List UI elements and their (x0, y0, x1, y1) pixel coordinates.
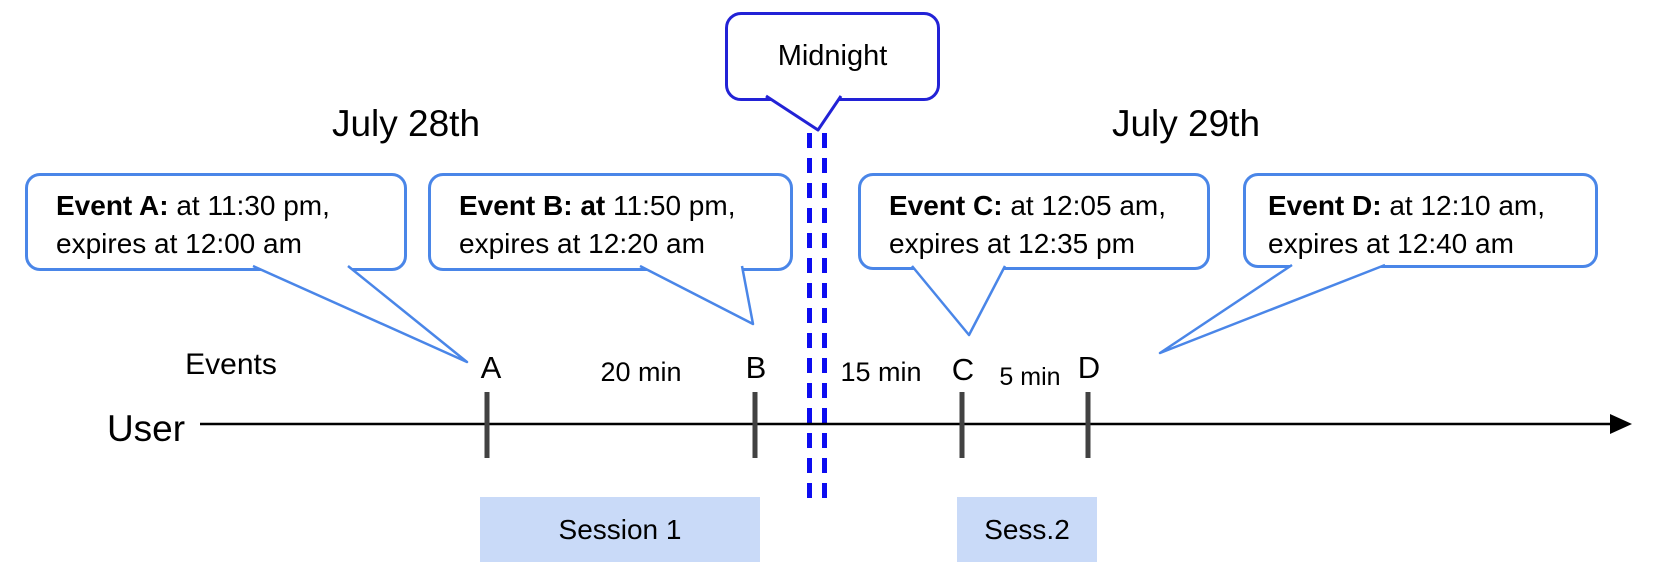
event-b-callout: Event B: at 11:50 pm, expires at 12:20 a… (428, 173, 793, 271)
session-1-box: Session 1 (480, 497, 760, 562)
tick-label-d: D (1077, 350, 1101, 385)
event-a-line1: Event A: at 11:30 pm, (56, 190, 330, 221)
session-2-box: Sess.2 (957, 497, 1097, 562)
midnight-callout-tail (765, 94, 843, 132)
midnight-callout: Midnight (725, 12, 940, 101)
user-axis-label: User (106, 408, 186, 449)
event-c-callout: Event C: at 12:05 am, expires at 12:35 p… (858, 173, 1210, 270)
tick-label-c: C (951, 352, 975, 387)
event-d-line2: expires at 12:40 am (1268, 228, 1514, 259)
interval-b-c-label: 15 min (840, 357, 922, 387)
date-right-label: July 29th (1111, 103, 1261, 144)
event-c-callout-tail (911, 265, 1007, 337)
event-d-callout: Event D: at 12:10 am, expires at 12:40 a… (1243, 173, 1598, 268)
event-a-callout-tail (252, 264, 469, 364)
tick-label-b: B (745, 350, 767, 385)
event-c-line2: expires at 12:35 pm (889, 228, 1135, 259)
interval-a-b-label: 20 min (600, 357, 682, 387)
event-c-line1: Event C: at 12:05 am, (889, 190, 1167, 221)
event-d-line1: Event D: at 12:10 am, (1268, 190, 1546, 221)
midnight-label: Midnight (777, 40, 888, 72)
event-a-line2: expires at 12:00 am (56, 228, 302, 259)
event-d-callout-tail (1158, 263, 1386, 355)
event-b-line2: expires at 12:20 am (459, 228, 705, 259)
interval-c-d-label: 5 min (999, 363, 1061, 391)
session-2-label: Sess.2 (984, 513, 1070, 545)
date-left-label: July 28th (331, 103, 481, 144)
events-axis-label: Events (185, 348, 277, 381)
tick-label-a: A (480, 350, 502, 385)
event-b-line1: Event B: at 11:50 pm, (459, 190, 736, 221)
event-a-callout: Event A: at 11:30 pm, expires at 12:00 a… (25, 173, 407, 271)
event-b-callout-tail (639, 264, 755, 326)
timeline-arrowhead-icon (1610, 414, 1632, 434)
session-1-label: Session 1 (558, 513, 682, 545)
